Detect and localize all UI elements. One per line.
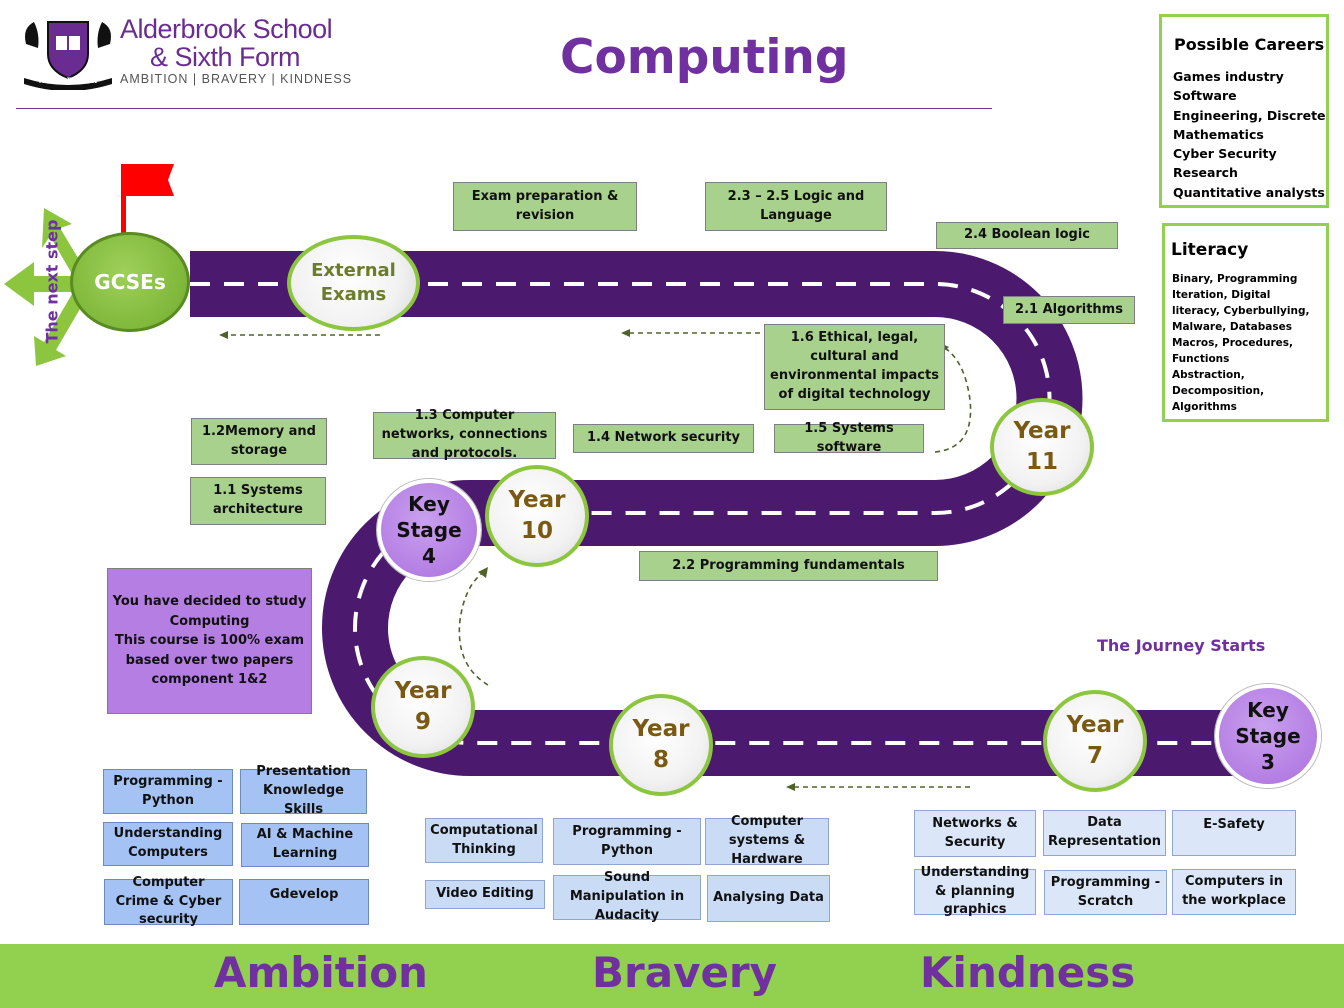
literacy-line: Functions xyxy=(1172,353,1230,365)
topic-systems-software: 1.5 Systems software xyxy=(774,421,924,455)
literacy-line: Iteration, Digital xyxy=(1172,289,1271,301)
topic-ethical-impacts: 1.6 Ethical, legal, cultural and environ… xyxy=(764,324,945,410)
y9-topic-understanding-computers: Understanding Computers xyxy=(103,822,233,866)
literacy-line: Malware, Databases xyxy=(1172,321,1292,333)
next-step-arrow-left xyxy=(4,262,84,306)
literacy-line: literacy, Cyberbullying, xyxy=(1172,305,1310,317)
topic-computer-networks: 1.3 Computer networks, connections and p… xyxy=(373,408,556,461)
school-logo: ALDERBROOK Alderbrook School & Sixth For… xyxy=(18,14,358,94)
careers-list: Games industry Software Engineering, Dis… xyxy=(1173,67,1329,202)
literacy-line: Abstraction, xyxy=(1172,369,1245,381)
y7-topic-e-safety: E-Safety xyxy=(1172,810,1296,856)
header-divider xyxy=(16,108,992,109)
flag-icon xyxy=(126,164,174,196)
y8-topic-video-editing: Video Editing xyxy=(425,880,545,909)
y9-topic-programming-python: Programming - Python xyxy=(103,769,233,814)
y8-topic-computer-systems: Computer systems & Hardware xyxy=(705,814,829,867)
y8-topic-programming-python: Programming - Python xyxy=(553,818,701,865)
journey-starts-label: The Journey Starts xyxy=(1097,636,1266,655)
literacy-line: Decomposition, xyxy=(1172,385,1265,397)
next-step-arrow-up xyxy=(42,208,84,274)
literacy-line: Algorithms xyxy=(1172,401,1237,413)
career-item: Cyber Security xyxy=(1173,146,1277,162)
literacy-panel: Literacy Binary, Programming Iteration, … xyxy=(1162,223,1329,422)
school-name-line2: & Sixth Form xyxy=(150,42,301,72)
y9-topic-presentation-skills: Presentation Knowledge Skills xyxy=(240,764,367,817)
gcses-milestone: GCSEs xyxy=(70,232,190,332)
footer-kindness: Kindness xyxy=(920,948,1136,997)
footer-ambition: Ambition xyxy=(214,948,428,997)
y7-topic-understanding-graphics: Understanding & planning graphics xyxy=(914,865,1036,917)
direction-arrow xyxy=(458,571,489,686)
school-motto: AMBITION | BRAVERY | KINDNESS xyxy=(120,72,353,86)
career-item: Research xyxy=(1173,165,1238,181)
topic-algorithms: 2.1 Algorithms xyxy=(1003,296,1135,324)
topic-programming-fundamentals: 2.2 Programming fundamentals xyxy=(639,551,938,581)
y7-topic-networks-security: Networks & Security xyxy=(914,810,1036,857)
careers-panel: Possible Careers Games industry Software… xyxy=(1159,14,1329,208)
school-crest-icon xyxy=(24,21,112,90)
y8-topic-analysing-data: Analysing Data xyxy=(707,875,830,922)
footer-bravery: Bravery xyxy=(592,948,778,997)
literacy-line: Binary, Programming xyxy=(1172,273,1298,285)
career-item: Mathematics xyxy=(1173,126,1264,142)
footer-banner: Ambition Bravery Kindness xyxy=(0,944,1344,1008)
y9-topic-gdevelop: Gdevelop xyxy=(239,879,369,925)
next-step-label: The next step xyxy=(42,219,62,344)
y8-topic-computational-thinking: Computational Thinking xyxy=(425,818,543,863)
direction-arrow xyxy=(934,347,972,453)
topic-boolean-logic: 2.4 Boolean logic xyxy=(936,222,1118,249)
career-item: Software xyxy=(1173,88,1237,104)
topic-exam-preparation: Exam preparation & revision xyxy=(453,182,637,231)
careers-heading: Possible Careers xyxy=(1174,35,1325,54)
literacy-heading: Literacy xyxy=(1171,240,1249,260)
topic-systems-architecture: 1.1 Systems architecture xyxy=(190,477,326,525)
course-info-box: You have decided to study Computing This… xyxy=(107,568,312,714)
school-name-line1: Alderbrook School xyxy=(120,14,333,44)
career-item: Quantitative analysts xyxy=(1173,184,1325,200)
career-item: Engineering, Discrete xyxy=(1173,107,1326,123)
y8-topic-sound-manipulation: Sound Manipulation in Audacity xyxy=(553,870,701,923)
page-title: Computing xyxy=(560,30,849,85)
career-item: Games industry xyxy=(1173,69,1284,84)
topic-memory-storage: 1.2Memory and storage xyxy=(191,418,327,465)
topic-network-security: 1.4 Network security xyxy=(573,424,754,453)
topic-logic-language: 2.3 – 2.5 Logic and Language xyxy=(705,182,887,231)
road-surface xyxy=(190,251,1240,776)
literacy-list: Binary, Programming Iteration, Digital l… xyxy=(1172,271,1330,415)
literacy-line: Macros, Procedures, xyxy=(1172,337,1294,349)
flag-pole xyxy=(121,164,126,244)
next-step-arrow-down xyxy=(34,294,84,366)
y7-topic-computers-workplace: Computers in the workplace xyxy=(1172,869,1296,915)
y9-topic-computer-crime: Computer Crime & Cyber security xyxy=(104,875,233,927)
y9-topic-ai-machine-learning: AI & Machine Learning xyxy=(241,823,369,867)
y7-topic-data-representation: Data Representation xyxy=(1043,810,1166,856)
crest-banner-text: ALDERBROOK xyxy=(39,76,97,85)
y7-topic-programming-scratch: Programming - Scratch xyxy=(1044,870,1167,915)
